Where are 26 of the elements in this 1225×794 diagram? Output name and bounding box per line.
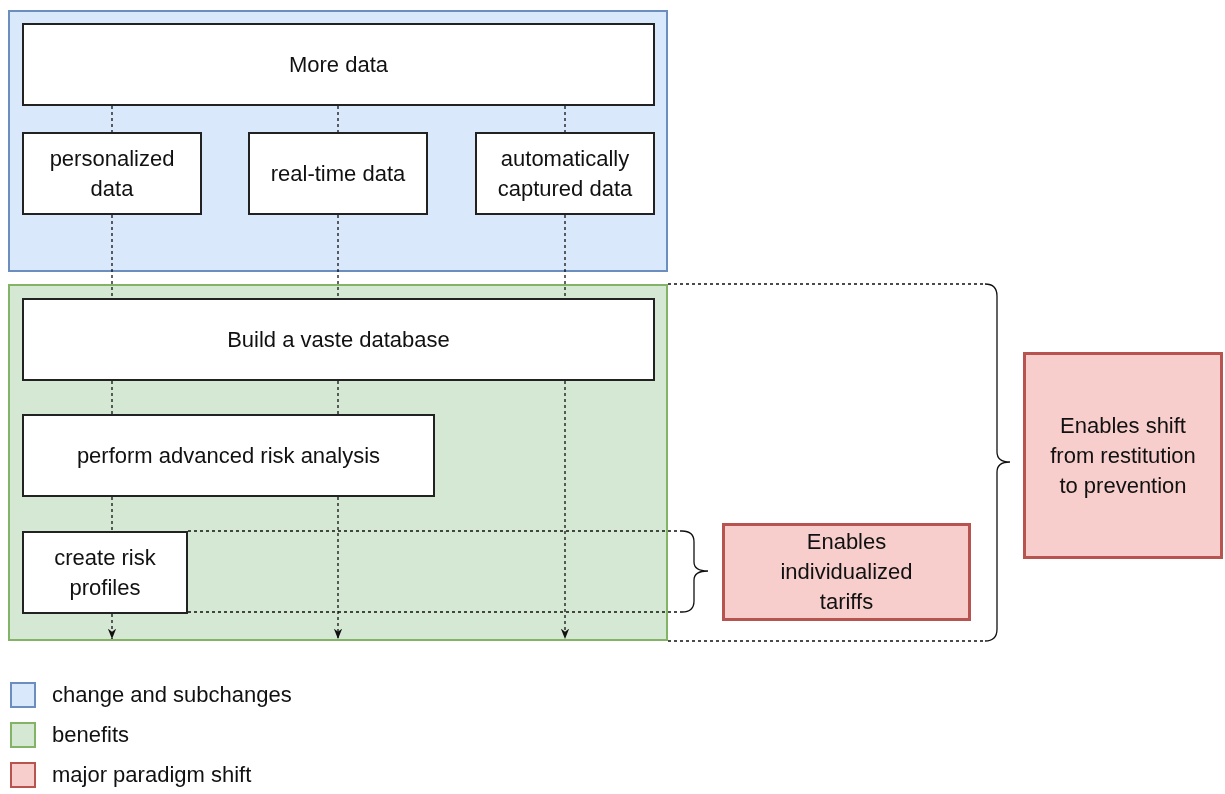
dashed-arrow — [560, 380, 570, 640]
legend-label: benefits — [52, 722, 130, 748]
process-box — [22, 414, 435, 497]
box-label: Enables shift from restitution to prevention — [1049, 411, 1197, 500]
legend-label: major paradigm shift — [52, 762, 252, 788]
box-label: create risk profiles — [53, 543, 157, 602]
legend-label: change and subchanges — [52, 682, 292, 708]
dashed-arrow — [107, 613, 117, 640]
dashed-arrow — [333, 496, 343, 640]
box-label: Enables individualized tariffs — [779, 528, 914, 616]
box-label: real-time data — [269, 159, 407, 188]
box-label: Build a vaste database — [226, 325, 451, 354]
box-label: automatically captured data — [496, 144, 634, 203]
process-box — [248, 132, 428, 215]
process-box — [22, 132, 202, 215]
box-label: More data — [287, 50, 390, 79]
paradigm-shift-box — [722, 523, 971, 621]
paradigm-shift-box — [1023, 352, 1223, 559]
process-box — [22, 531, 188, 614]
process-box — [22, 298, 655, 381]
benefits-group-panel — [8, 284, 668, 641]
box-label: personalized data — [48, 144, 176, 203]
process-box — [22, 23, 655, 106]
box-label: perform advanced risk analysis — [75, 441, 382, 470]
change-group-panel — [8, 10, 668, 272]
process-box — [475, 132, 655, 215]
